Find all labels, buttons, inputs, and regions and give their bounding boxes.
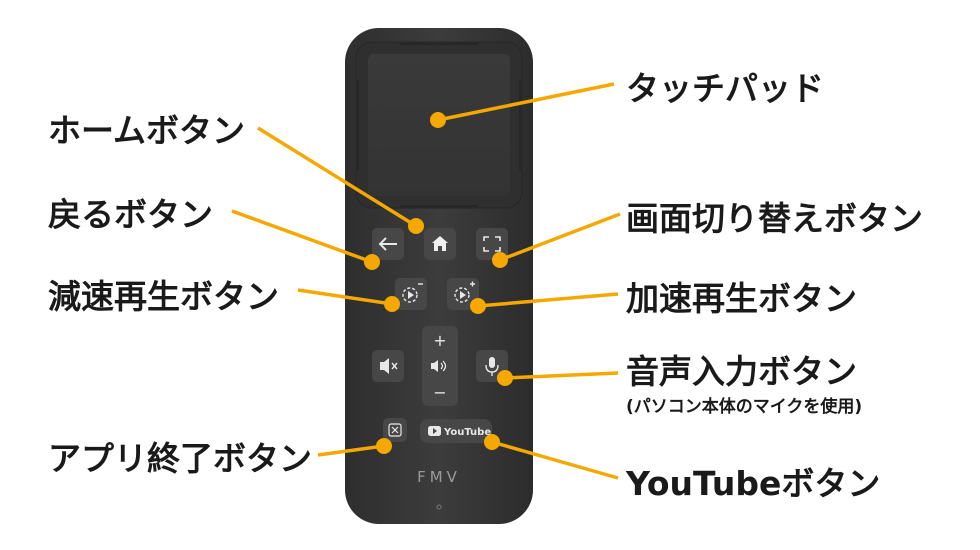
label-app-exit-button: アプリ終了ボタン [48,439,312,478]
slow-play-icon [402,283,423,303]
volume-icon [431,360,447,372]
callout-dot-voice-input [497,370,513,386]
close-icon [388,423,402,437]
label-back-button: 戻るボタン [48,195,213,234]
label-voice-input-button: 音声入力ボタン [626,352,857,391]
slow-down-button[interactable] [395,278,427,310]
speed-up-button[interactable] [447,278,479,310]
brand-logo: FMV [417,468,461,486]
volume-minus-label: − [433,383,446,402]
youtube-button-text: YouTube [443,427,491,438]
screen-switch-icon [483,236,501,252]
volume-rocker[interactable]: + − [422,326,458,406]
callout-dot-youtube [484,434,500,450]
indicator-hole [436,504,442,510]
label-speed-up-button: 加速再生ボタン [626,279,857,318]
callout-dot-speed-up [470,298,486,314]
callout-dot-touchpad [430,112,446,128]
youtube-logo-icon [428,426,441,436]
home-button[interactable] [424,228,456,260]
callout-dot-back [364,254,380,270]
app-exit-button[interactable] [383,418,407,442]
back-button[interactable] [372,228,404,260]
microphone-icon [485,357,499,376]
label-home-button: ホームボタン [48,111,246,150]
callout-dot-screen-switch [492,252,508,268]
callout-dot-app-exit [376,438,392,454]
label-voice-input-note: (パソコン本体のマイクを使用) [626,397,863,417]
label-screen-switch-button: 画面切り替えボタン [626,199,923,238]
home-icon [432,236,448,251]
label-slow-down-button: 減速再生ボタン [48,277,279,316]
callout-dot-slow-down [384,296,400,312]
label-touchpad: タッチパッド [626,69,824,108]
youtube-button[interactable]: YouTube [420,419,492,443]
arrow-left-icon [378,237,397,251]
mute-icon [380,358,398,374]
callout-lines [231,82,621,480]
fast-play-icon [454,281,475,303]
label-youtube-button: YouTubeボタン [626,464,881,503]
mute-button[interactable] [372,350,404,382]
callout-dot-home [408,218,424,234]
volume-plus-label: + [433,331,446,350]
